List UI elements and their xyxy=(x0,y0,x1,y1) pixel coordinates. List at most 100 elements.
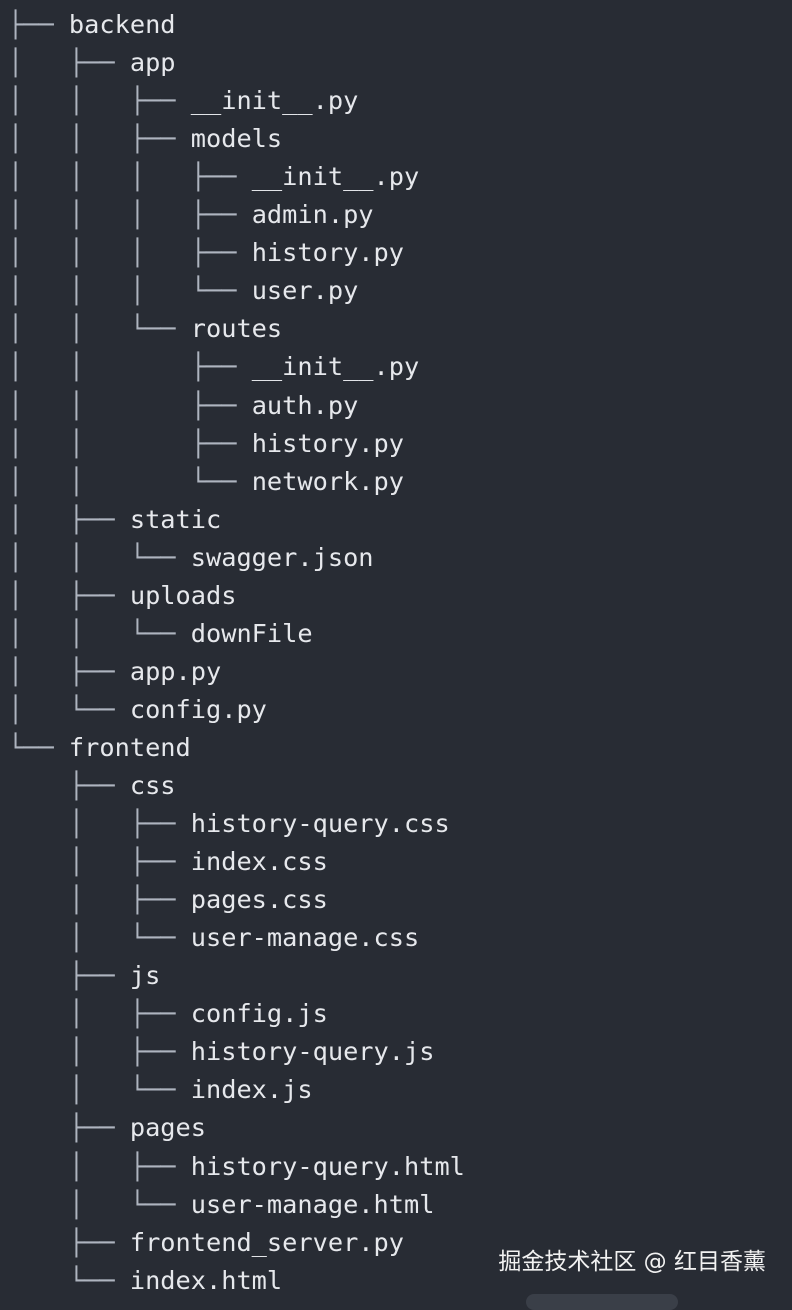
tree-entry-name: __init__.py xyxy=(190,86,359,116)
tree-line: │ │ ├── models xyxy=(8,120,282,158)
tree-line: │ │ └── swagger.json xyxy=(8,539,374,577)
tree-branch: │ └── xyxy=(8,923,191,953)
tree-entry-name: uploads xyxy=(129,580,237,610)
tree-entry-name: pages.css xyxy=(190,885,328,915)
tree-branch: │ │ │ ├── xyxy=(8,200,252,230)
tree-entry-name: frontend_server.py xyxy=(129,1227,404,1257)
tree-entry-name: user-manage.css xyxy=(190,923,420,953)
tree-entry-name: index.html xyxy=(129,1265,283,1295)
tree-line: │ ├── index.css xyxy=(8,843,328,881)
tree-branch: │ │ │ ├── xyxy=(8,238,252,268)
tree-branch: ├── xyxy=(8,961,130,991)
tree-line: │ ├── history-query.html xyxy=(8,1148,465,1186)
tree-entry-name: auth.py xyxy=(251,390,359,420)
tree-entry-name: js xyxy=(129,961,161,991)
tree-branch: │ ├── xyxy=(8,1037,191,1067)
tree-line: │ │ │ ├── admin.py xyxy=(8,196,374,234)
tree-entry-name: index.css xyxy=(190,847,328,877)
tree-branch: ├── xyxy=(8,1227,130,1257)
tree-branch: │ │ ├── xyxy=(8,390,252,420)
tree-branch: │ ├── xyxy=(8,999,191,1029)
tree-branch: │ │ ├── xyxy=(8,124,191,154)
tree-entry-name: history-query.js xyxy=(190,1037,435,1067)
tree-line: ├── js xyxy=(8,957,160,995)
tree-entry-name: config.js xyxy=(190,999,328,1029)
tree-branch: │ ├── xyxy=(8,504,130,534)
tree-entry-name: history.py xyxy=(251,238,404,268)
tree-entry-name: static xyxy=(129,504,222,534)
tree-branch: │ └── xyxy=(8,694,130,724)
tree-entry-name: __init__.py xyxy=(251,162,420,192)
tree-line: ├── backend xyxy=(8,6,176,44)
tree-line: │ ├── app.py xyxy=(8,653,221,691)
tree-line: │ └── user-manage.html xyxy=(8,1186,435,1224)
tree-branch: │ ├── xyxy=(8,809,191,839)
tree-line: │ └── config.py xyxy=(8,691,267,729)
tree-branch: ├── xyxy=(8,10,69,39)
tree-branch: │ ├── xyxy=(8,885,191,915)
tree-branch: └── xyxy=(8,732,69,762)
tree-line: │ ├── pages.css xyxy=(8,881,328,919)
tree-branch: │ │ └── xyxy=(8,466,252,496)
tree-line: │ ├── config.js xyxy=(8,995,328,1033)
tree-entry-name: user-manage.html xyxy=(190,1189,435,1219)
tree-entry-name: history.py xyxy=(251,428,404,458)
tree-entry-name: pages xyxy=(129,1113,206,1143)
tree-entry-name: admin.py xyxy=(251,200,374,230)
tree-line: ├── css xyxy=(8,767,176,805)
scroll-indicator xyxy=(526,1294,678,1310)
tree-entry-name: app.py xyxy=(129,656,222,686)
tree-line: │ │ │ ├── history.py xyxy=(8,234,404,272)
tree-entry-name: index.js xyxy=(190,1075,313,1105)
tree-entry-name: user.py xyxy=(251,276,359,306)
tree-line: ├── pages xyxy=(8,1109,206,1147)
tree-line: └── frontend xyxy=(8,729,191,767)
tree-entry-name: backend xyxy=(68,10,176,39)
tree-entry-name: routes xyxy=(190,314,283,344)
tree-branch: │ │ ├── xyxy=(8,352,252,382)
tree-entry-name: css xyxy=(129,771,176,800)
tree-branch: │ │ └── xyxy=(8,542,191,572)
tree-entry-name: downFile xyxy=(190,618,313,648)
tree-branch: │ └── xyxy=(8,1075,191,1105)
tree-line: │ └── user-manage.css xyxy=(8,919,419,957)
watermark: 掘金技术社区 @ 红目香薰 xyxy=(498,1249,766,1275)
tree-branch: │ ├── xyxy=(8,847,191,877)
tree-entry-name: swagger.json xyxy=(190,542,374,572)
tree-entry-name: frontend xyxy=(68,732,191,762)
tree-branch: │ ├── xyxy=(8,1151,191,1181)
tree-line: │ ├── uploads xyxy=(8,577,236,615)
tree-entry-name: history-query.html xyxy=(190,1151,465,1181)
tree-line: ├── frontend_server.py xyxy=(8,1224,404,1262)
tree-branch: │ ├── xyxy=(8,580,130,610)
tree-entry-name: network.py xyxy=(251,466,404,496)
tree-branch: │ │ └── xyxy=(8,314,191,344)
tree-line: │ ├── static xyxy=(8,501,221,539)
tree-branch: │ ├── xyxy=(8,48,130,78)
tree-branch: ├── xyxy=(8,1113,130,1143)
tree-branch: │ │ └── xyxy=(8,618,191,648)
tree-branch: │ │ │ └── xyxy=(8,276,252,306)
tree-line: │ │ ├── __init__.py xyxy=(8,348,419,386)
tree-branch: │ │ │ ├── xyxy=(8,162,252,192)
tree-entry-name: __init__.py xyxy=(251,352,420,382)
tree-line: │ │ └── routes xyxy=(8,310,282,348)
tree-line: │ │ └── network.py xyxy=(8,463,404,501)
tree-line: └── index.html xyxy=(8,1262,282,1300)
tree-line: │ │ └── downFile xyxy=(8,615,313,653)
tree-line: │ │ │ └── user.py xyxy=(8,272,358,310)
tree-line: │ ├── history-query.js xyxy=(8,1033,435,1071)
tree-branch: ├── xyxy=(8,771,130,800)
tree-branch: │ └── xyxy=(8,1189,191,1219)
tree-line: │ └── index.js xyxy=(8,1071,313,1109)
tree-line: │ │ ├── auth.py xyxy=(8,387,358,425)
tree-line: │ │ ├── history.py xyxy=(8,425,404,463)
tree-entry-name: history-query.css xyxy=(190,809,450,839)
tree-branch: │ │ ├── xyxy=(8,428,252,458)
tree-entry-name: models xyxy=(190,124,283,154)
tree-branch: │ │ ├── xyxy=(8,86,191,116)
tree-line: │ │ │ ├── __init__.py xyxy=(8,158,419,196)
tree-entry-name: app xyxy=(129,48,176,78)
tree-line: │ ├── app xyxy=(8,44,176,82)
